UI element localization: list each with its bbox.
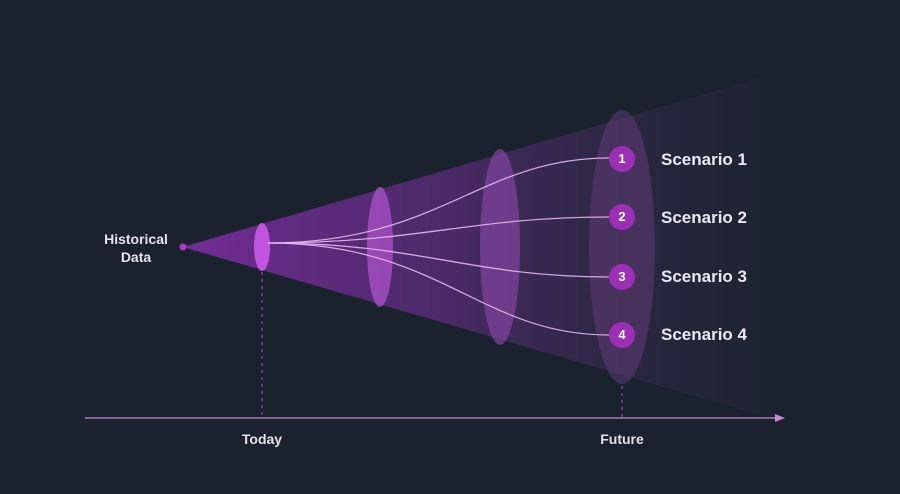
scenario-label-3: Scenario 3: [661, 267, 747, 286]
scenario-label-1: Scenario 1: [661, 150, 747, 169]
cone-section-3: [480, 149, 520, 345]
scenario-number-2: 2: [618, 209, 626, 224]
scenario-badge-2: [609, 204, 635, 230]
historical-label-line1: Historical: [104, 231, 168, 247]
scenario-label-4: Scenario 4: [661, 325, 747, 344]
scenario-path-3: [267, 242, 610, 278]
scenario-badge-3: [609, 264, 635, 290]
today-label: Today: [241, 431, 283, 447]
scenario-path-4: [267, 242, 610, 336]
future-label: Future: [600, 431, 644, 447]
scenario-badge-4: [609, 322, 635, 348]
historical-data-label: Historical Data: [92, 230, 180, 266]
scenario-number-4: 4: [618, 327, 626, 342]
origin-point: [179, 243, 187, 251]
cone-section-1: [254, 223, 270, 271]
historical-label-line2: Data: [120, 249, 152, 265]
cone-section-4: [589, 110, 655, 384]
scenario-number-1: 1: [618, 151, 626, 166]
scenario-label-2: Scenario 2: [661, 208, 747, 227]
scenario-badge-1: [609, 146, 635, 172]
scenario-number-3: 3: [618, 269, 626, 284]
cone-section-2: [367, 187, 393, 307]
scenario-path-1: [267, 157, 610, 244]
scenario-path-2: [267, 216, 610, 244]
timeline-arrowhead: [775, 414, 785, 422]
